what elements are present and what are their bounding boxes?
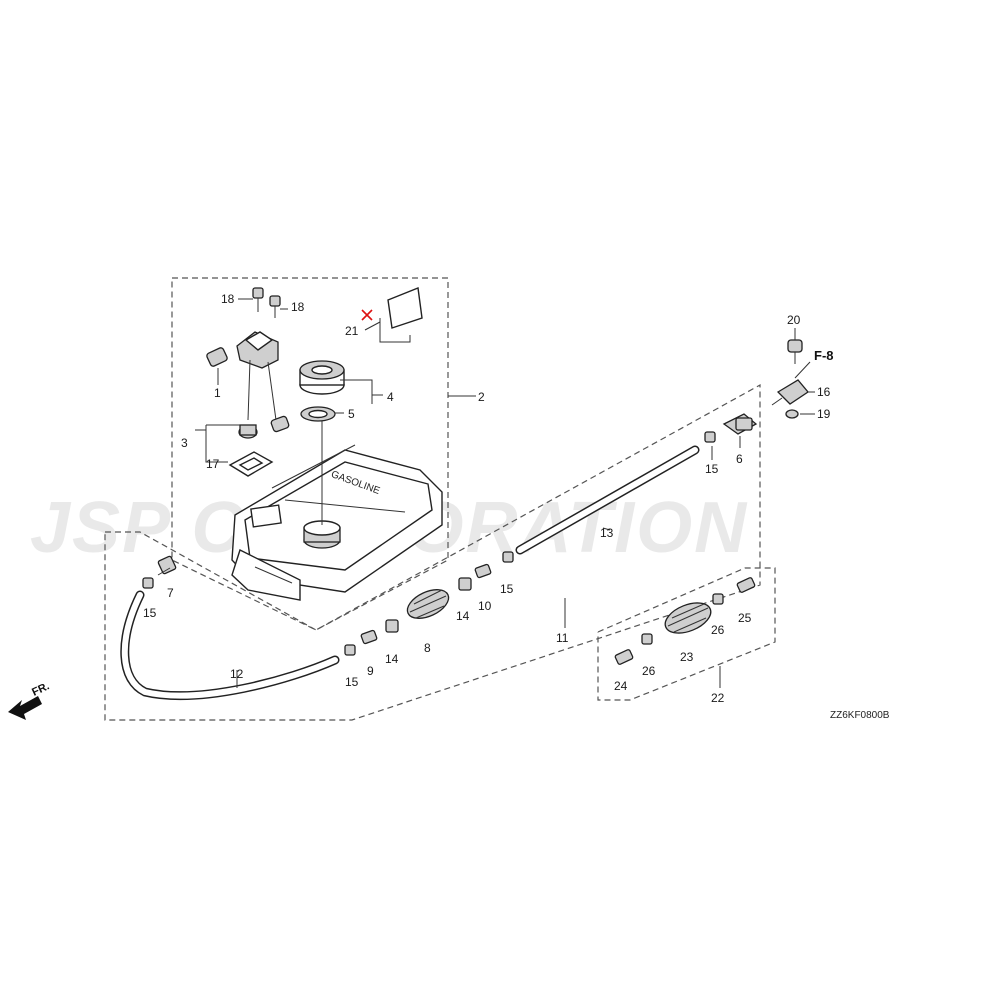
tank-connector-icon — [157, 555, 177, 576]
callout-3: 3 — [181, 436, 188, 450]
bolt-icon — [252, 287, 264, 312]
fuel-tube-icon — [515, 445, 700, 555]
callout-11: 11 — [556, 631, 569, 645]
callout-26b: 26 — [711, 623, 725, 637]
callout-15b: 15 — [345, 675, 359, 689]
caution-label-icon — [361, 287, 423, 343]
callout-26a: 26 — [642, 664, 656, 678]
cap-packing-icon — [300, 406, 336, 422]
callout-21: 21 — [345, 324, 359, 338]
valve-icon — [474, 563, 492, 579]
primer-bulb-kit-icon — [664, 602, 712, 634]
callout-7: 7 — [167, 586, 174, 600]
drain-plug-icon — [206, 347, 228, 378]
callout-14b: 14 — [456, 609, 470, 623]
engine-connector-icon — [722, 413, 758, 435]
gasket-icon — [228, 451, 274, 477]
joint-icon — [458, 577, 472, 591]
callout-20: 20 — [787, 313, 801, 327]
hose-clip-icon — [344, 644, 356, 656]
primer-bulb-assembly-frame — [597, 567, 776, 701]
washer-icon — [785, 409, 799, 419]
callout-1: 1 — [214, 386, 221, 400]
callout-18b: 18 — [291, 300, 305, 314]
callout-24: 24 — [614, 679, 628, 693]
callout-4: 4 — [387, 390, 394, 404]
callout-12: 12 — [230, 667, 244, 681]
hose-clip-icon — [142, 577, 154, 589]
callout-22: 22 — [711, 691, 725, 705]
fuel-tank: GASOLINE — [231, 420, 443, 601]
callout-16: 16 — [817, 385, 831, 399]
fuel-hose-icon — [120, 590, 340, 701]
joint-icon — [385, 619, 399, 633]
tank-vent-recess — [250, 504, 282, 528]
clip-icon — [641, 633, 653, 645]
reference-label: F-8 — [814, 348, 834, 363]
callout-8: 8 — [424, 641, 431, 655]
callout-2: 2 — [478, 390, 485, 404]
connector-icon — [614, 649, 634, 665]
bolt-icon — [269, 295, 281, 318]
callout-25: 25 — [738, 611, 752, 625]
not-available-mark-icon — [361, 309, 373, 321]
callout-18a: 18 — [221, 292, 235, 306]
clip-icon — [712, 593, 724, 605]
callout-15c: 15 — [500, 582, 514, 596]
tank-handle — [231, 549, 301, 601]
tank-cap-icon — [299, 360, 345, 395]
fuel-gauge-unit-icon — [236, 331, 290, 439]
tank-assembly-frame — [171, 277, 449, 631]
callout-17: 17 — [206, 457, 220, 471]
callout-15d: 15 — [705, 462, 719, 476]
callout-23: 23 — [680, 650, 694, 664]
connector-icon — [736, 577, 756, 593]
fuel-line-assembly-frame — [104, 383, 761, 721]
callout-6: 6 — [736, 452, 743, 466]
hose-clip-icon — [704, 431, 716, 443]
callout-19: 19 — [817, 407, 831, 421]
front-arrow-icon — [8, 696, 42, 720]
callout-15a: 15 — [143, 606, 157, 620]
screw-icon — [787, 339, 803, 364]
engine-joint-icon — [771, 379, 809, 406]
callout-5: 5 — [348, 407, 355, 421]
diagram-code: ZZ6KF0800B — [830, 710, 890, 721]
callout-10: 10 — [478, 599, 492, 613]
leader-lines — [195, 298, 815, 688]
front-indicator: FR. — [30, 680, 51, 698]
primer-bulb-icon — [406, 589, 450, 619]
valve-icon — [360, 629, 378, 645]
callout-9: 9 — [367, 664, 374, 678]
callout-14a: 14 — [385, 652, 399, 666]
hose-clip-icon — [502, 551, 514, 563]
callout-13: 13 — [600, 526, 614, 540]
